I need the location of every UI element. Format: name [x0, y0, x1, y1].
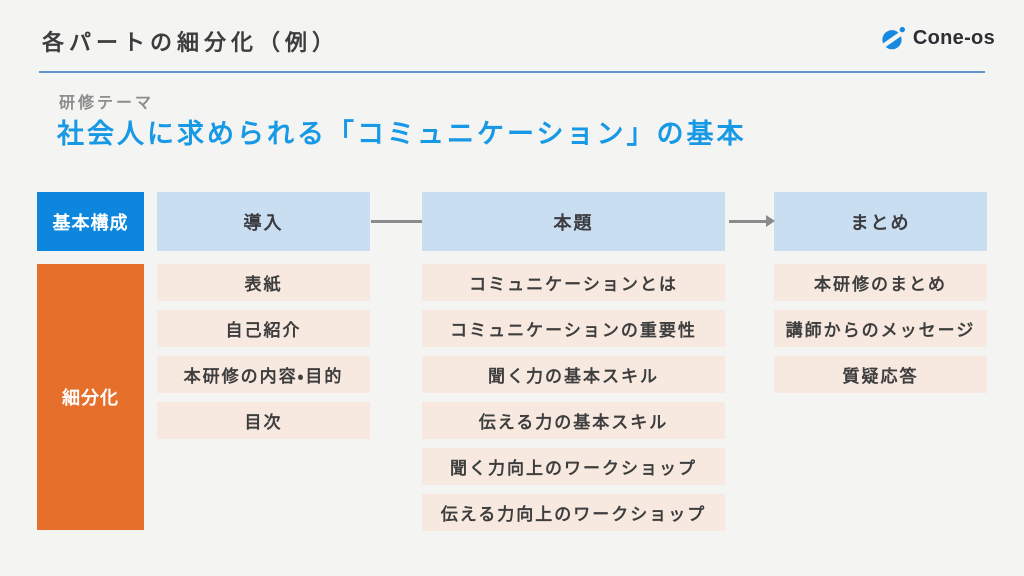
theme-label: 研修テーマ [59, 95, 155, 112]
column-header-summary: まとめ [774, 192, 987, 251]
cone-os-logo-icon [880, 26, 906, 51]
step-item: 伝える力向上のワークショップ [422, 494, 725, 531]
item-list-main: コミュニケーションとは コミュニケーションの重要性 聞く力の基本スキル 伝える力… [422, 264, 725, 531]
step-item: 本研修の内容・目的 [157, 356, 370, 393]
row-label-structure: 基本構成 [37, 192, 144, 251]
connector-line-intro-to-main [371, 220, 422, 223]
logo: Cone-os [880, 26, 995, 51]
step-item: 講師からのメッセージ [774, 310, 987, 347]
row-label-breakdown: 細分化 [37, 264, 144, 530]
column-header-main: 本題 [422, 192, 725, 251]
step-item: 伝える力の基本スキル [422, 402, 725, 439]
step-item: 聞く力向上のワークショップ [422, 448, 725, 485]
step-item: 自己紹介 [157, 310, 370, 347]
column-header-intro: 導入 [157, 192, 370, 251]
step-item: コミュニケーションとは [422, 264, 725, 301]
step-item: 聞く力の基本スキル [422, 356, 725, 393]
page-title: 各パートの細分化（例） [42, 30, 340, 55]
step-item: 表紙 [157, 264, 370, 301]
step-item: 本研修のまとめ [774, 264, 987, 301]
theme-title: 社会人に求められる「コミュニケーション」の基本 [57, 119, 747, 149]
item-list-summary: 本研修のまとめ 講師からのメッセージ 質疑応答 [774, 264, 987, 393]
step-item: コミュニケーションの重要性 [422, 310, 725, 347]
connector-arrow-main-to-summary [729, 215, 775, 227]
step-item: 目次 [157, 402, 370, 439]
item-list-intro: 表紙 自己紹介 本研修の内容・目的 目次 [157, 264, 370, 439]
step-item: 質疑応答 [774, 356, 987, 393]
logo-text: Cone-os [912, 27, 995, 49]
title-divider [39, 71, 985, 73]
